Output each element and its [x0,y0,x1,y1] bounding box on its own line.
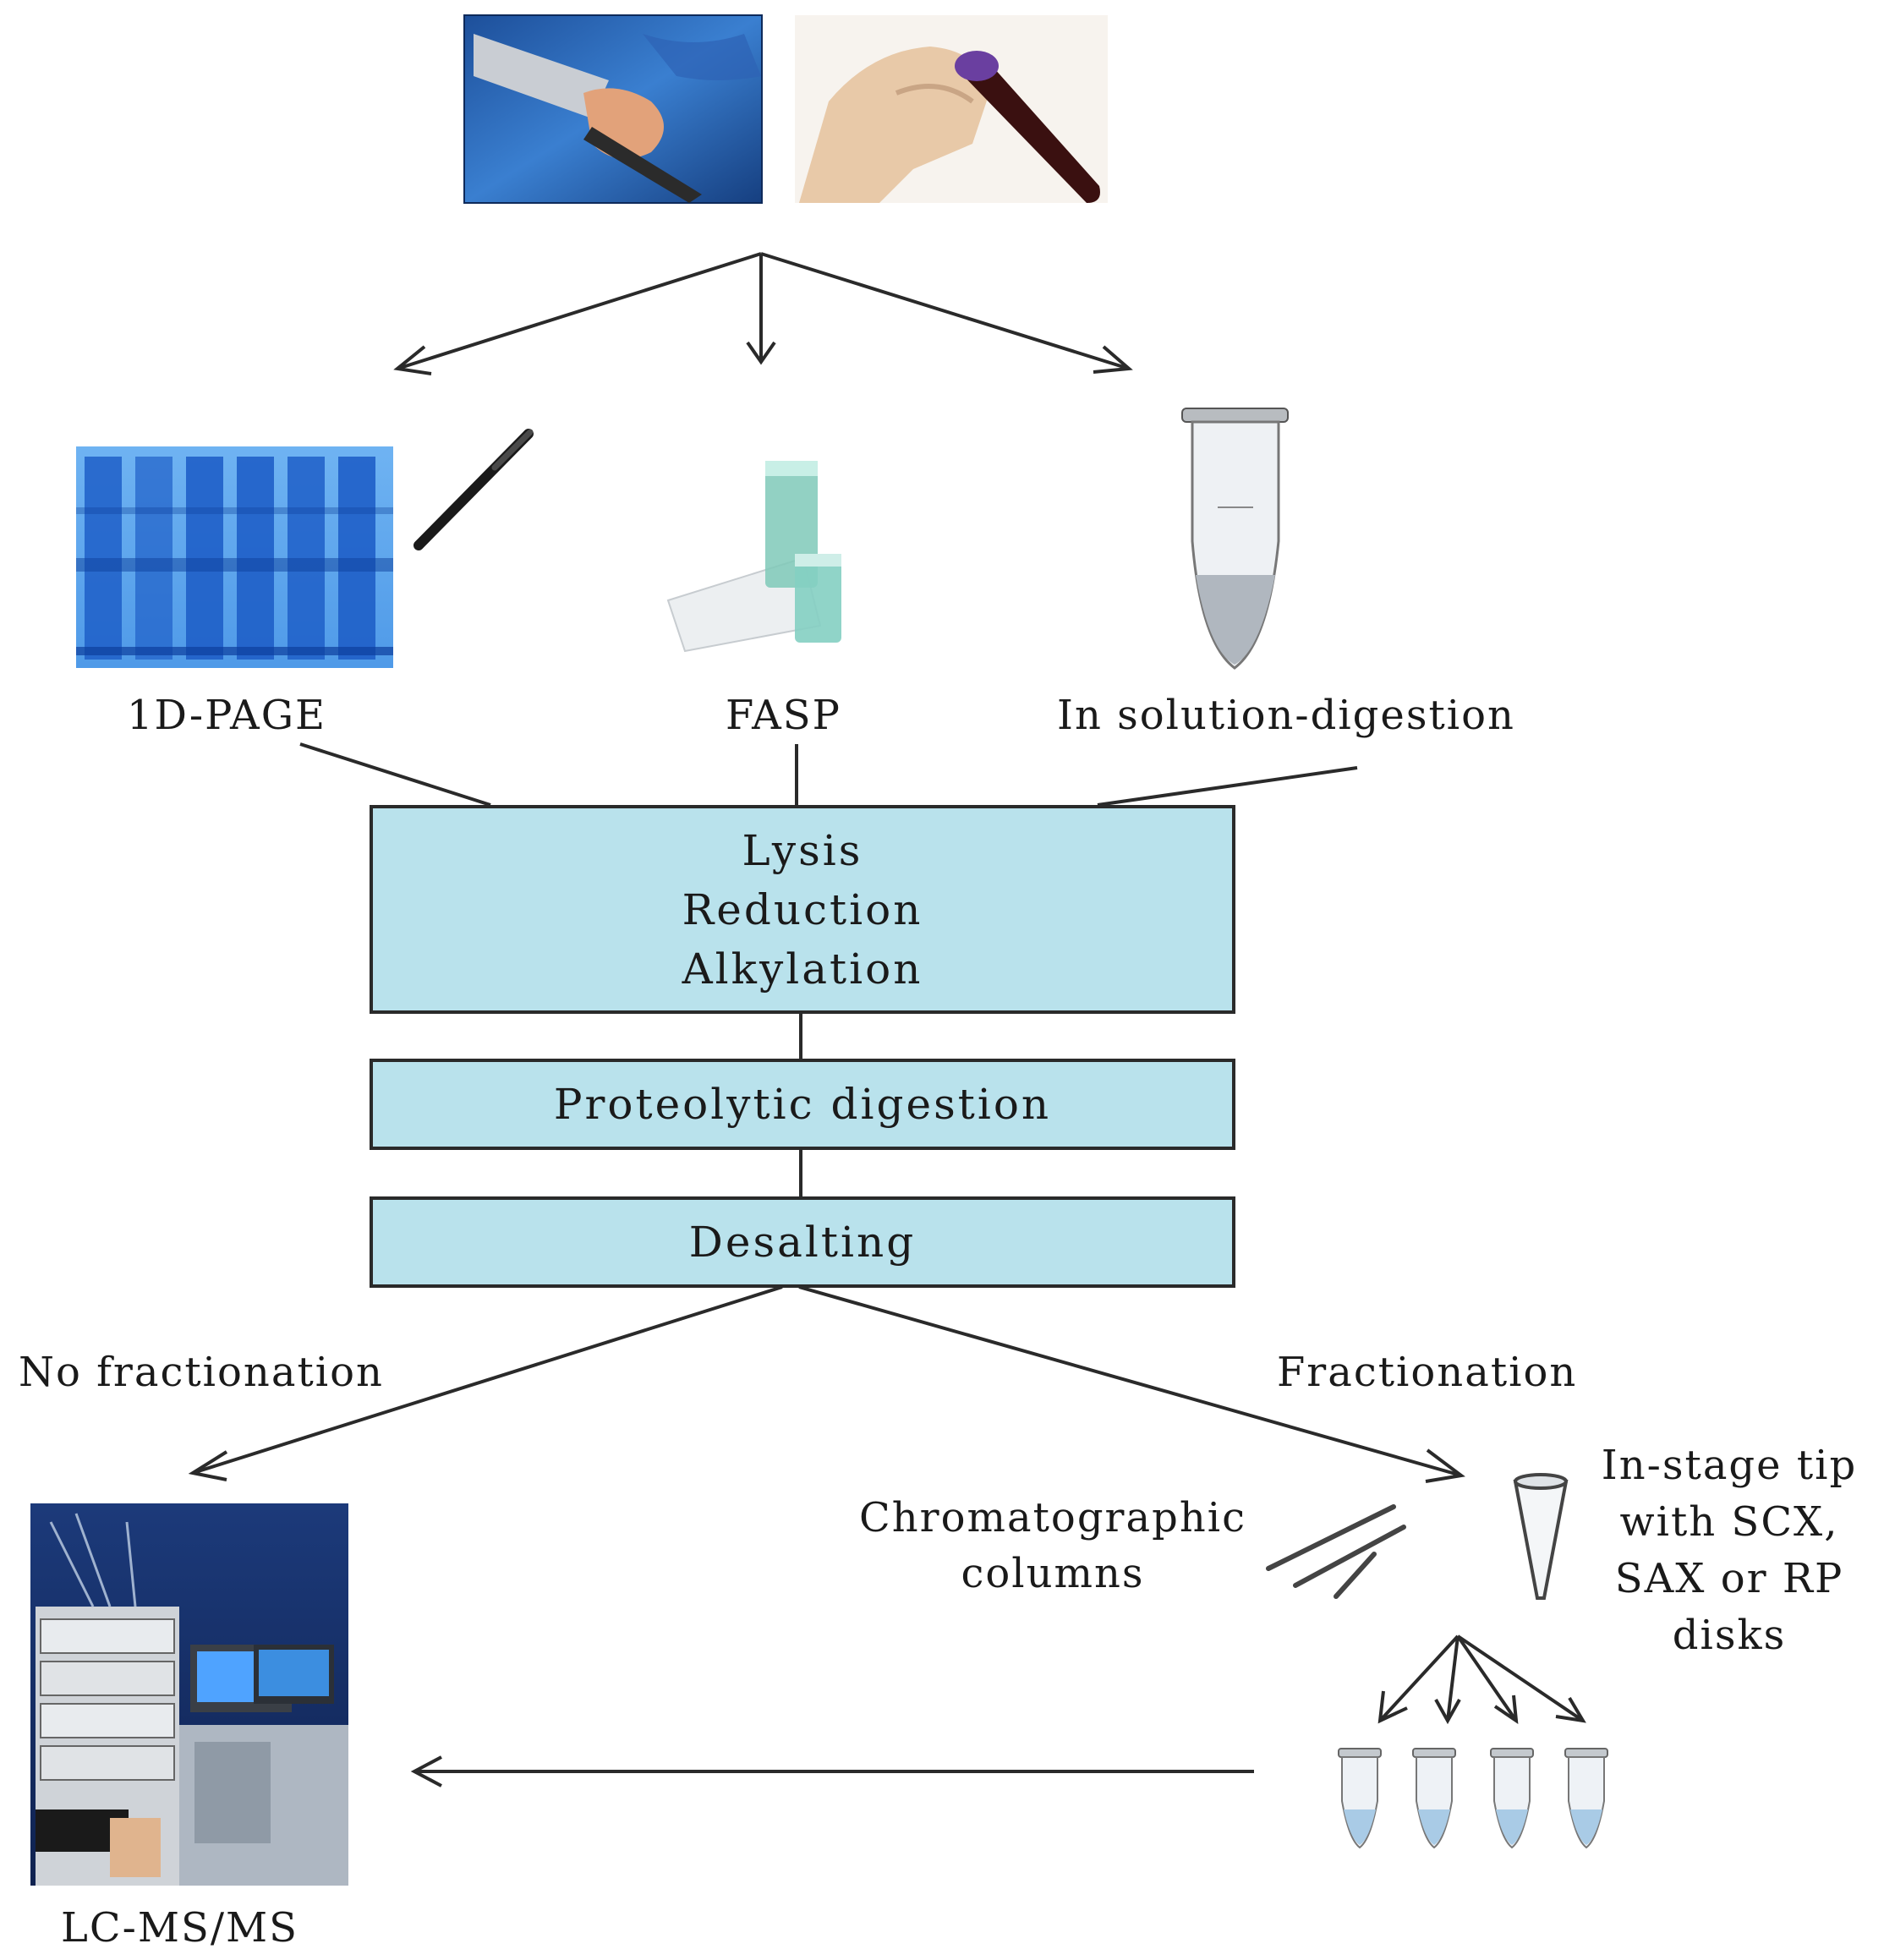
alkylation-label: Alkylation [682,944,923,994]
stage-tip-label: In-stage tip with SCX, SAX or RP disks [1581,1437,1877,1664]
blood-tube-photo [795,15,1108,203]
reduction-label: Reduction [682,884,923,934]
stage-tip-icon [1513,1473,1569,1600]
digestion-box: Proteolytic digestion [370,1059,1235,1150]
fraction-tubes [1338,1748,1608,1849]
desalting-box: Desalting [370,1196,1235,1288]
stage-tip-line-3: SAX or RP [1614,1555,1844,1602]
tissue-sample-photo [463,14,763,204]
fraction-split-arrows [1377,1634,1586,1725]
digestion-label: Proteolytic digestion [553,1080,1052,1129]
method-connectors [299,742,1358,807]
desalting-label: Desalting [688,1218,917,1267]
scalpel-icon [413,429,534,550]
fasp-filter-image [666,461,841,653]
lcms-label: LC-MS/MS [61,1904,299,1952]
solution-digestion-label: In solution-digestion [1057,692,1515,739]
chromatographic-columns-label: Chromatographic columns [846,1490,1260,1601]
fractionation-branch-arrows [188,1285,1465,1483]
columns-line-1: Chromatographic [859,1494,1246,1541]
stage-tip-line-1: In-stage tip [1601,1442,1858,1489]
columns-line-2: columns [961,1550,1145,1597]
prep-box: Lysis Reduction Alkylation [370,805,1235,1014]
sample-branch-arrows [393,252,1133,375]
chromatographic-columns-icon [1266,1504,1406,1599]
stage-tip-line-2: with SCX, [1619,1498,1839,1546]
stage-tip-line-4: disks [1672,1612,1787,1659]
return-arrow [410,1755,1254,1788]
microtube-image [1181,408,1289,670]
fractionation-label: Fractionation [1277,1349,1578,1396]
no-fractionation-label: No fractionation [19,1349,384,1396]
lcms-instrument-photo [30,1503,348,1886]
gel-image [76,446,393,668]
gel-label: 1D-PAGE [127,692,327,739]
lysis-label: Lysis [742,825,863,875]
fasp-label: FASP [726,692,841,739]
